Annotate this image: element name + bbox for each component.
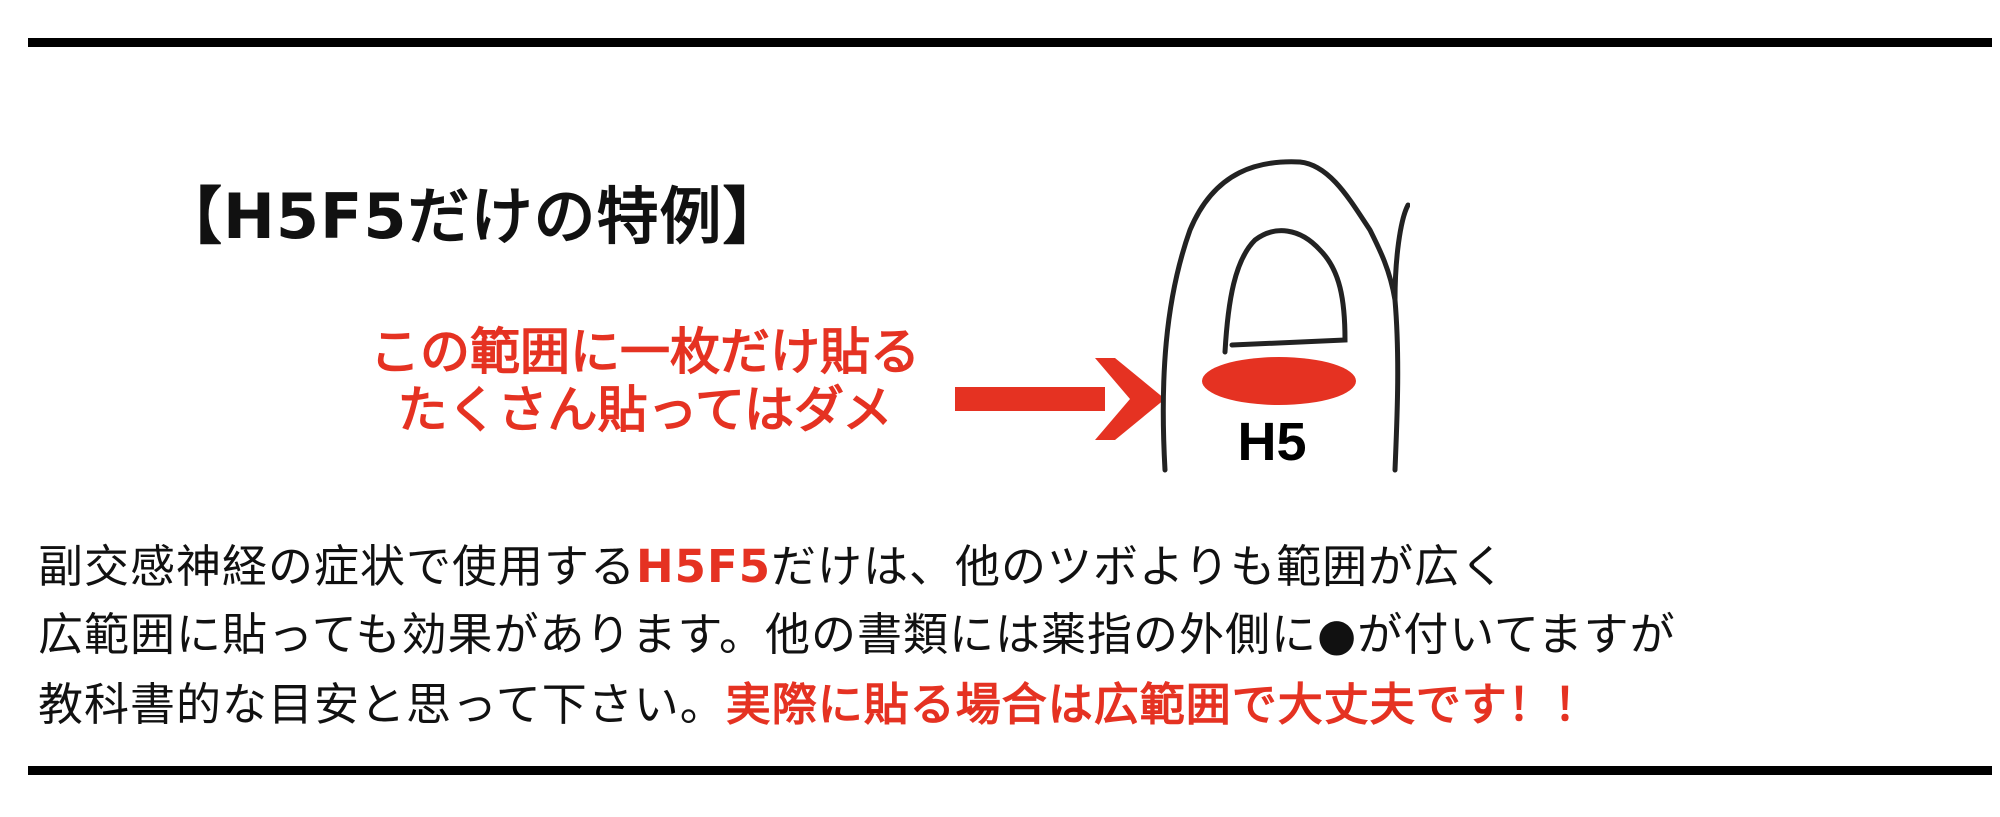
body-line-1: 副交感神経の症状で使用するH5F5だけは、他のツボよりも範囲が広く xyxy=(38,530,1506,595)
body-line-3: 教科書的な目安と思って下さい。実際に貼る場合は広範囲で大丈夫です！！ xyxy=(38,668,1600,733)
body-text: 教科書的な目安と思って下さい。 xyxy=(38,678,726,731)
body-line-2: 広範囲に貼っても効果があります。他の書類には薬指の外側に●が付いてますが xyxy=(38,608,1676,661)
body-highlight: H5F5 xyxy=(636,540,772,593)
top-divider xyxy=(28,38,1992,47)
body-highlight: 実際に貼る場合は広範囲で大丈夫です！！ xyxy=(725,678,1600,731)
finger-outline xyxy=(1160,159,1410,473)
body-text: 副交感神経の症状で使用する xyxy=(38,540,637,593)
callout-line-1: この範囲に一枚だけ貼る xyxy=(370,323,920,381)
body-text: だけは、他のツボよりも範囲が広く xyxy=(771,540,1507,593)
application-area-marker xyxy=(1202,357,1356,405)
callout-line-2: たくさん貼ってはダメ xyxy=(397,381,893,439)
section-title: 【H5F5だけの特例】 xyxy=(160,180,786,253)
bottom-divider xyxy=(28,766,1992,775)
arrow-icon xyxy=(955,358,1165,440)
finger-illustration: H5 xyxy=(955,159,1410,473)
point-label: H5 xyxy=(1237,412,1306,472)
